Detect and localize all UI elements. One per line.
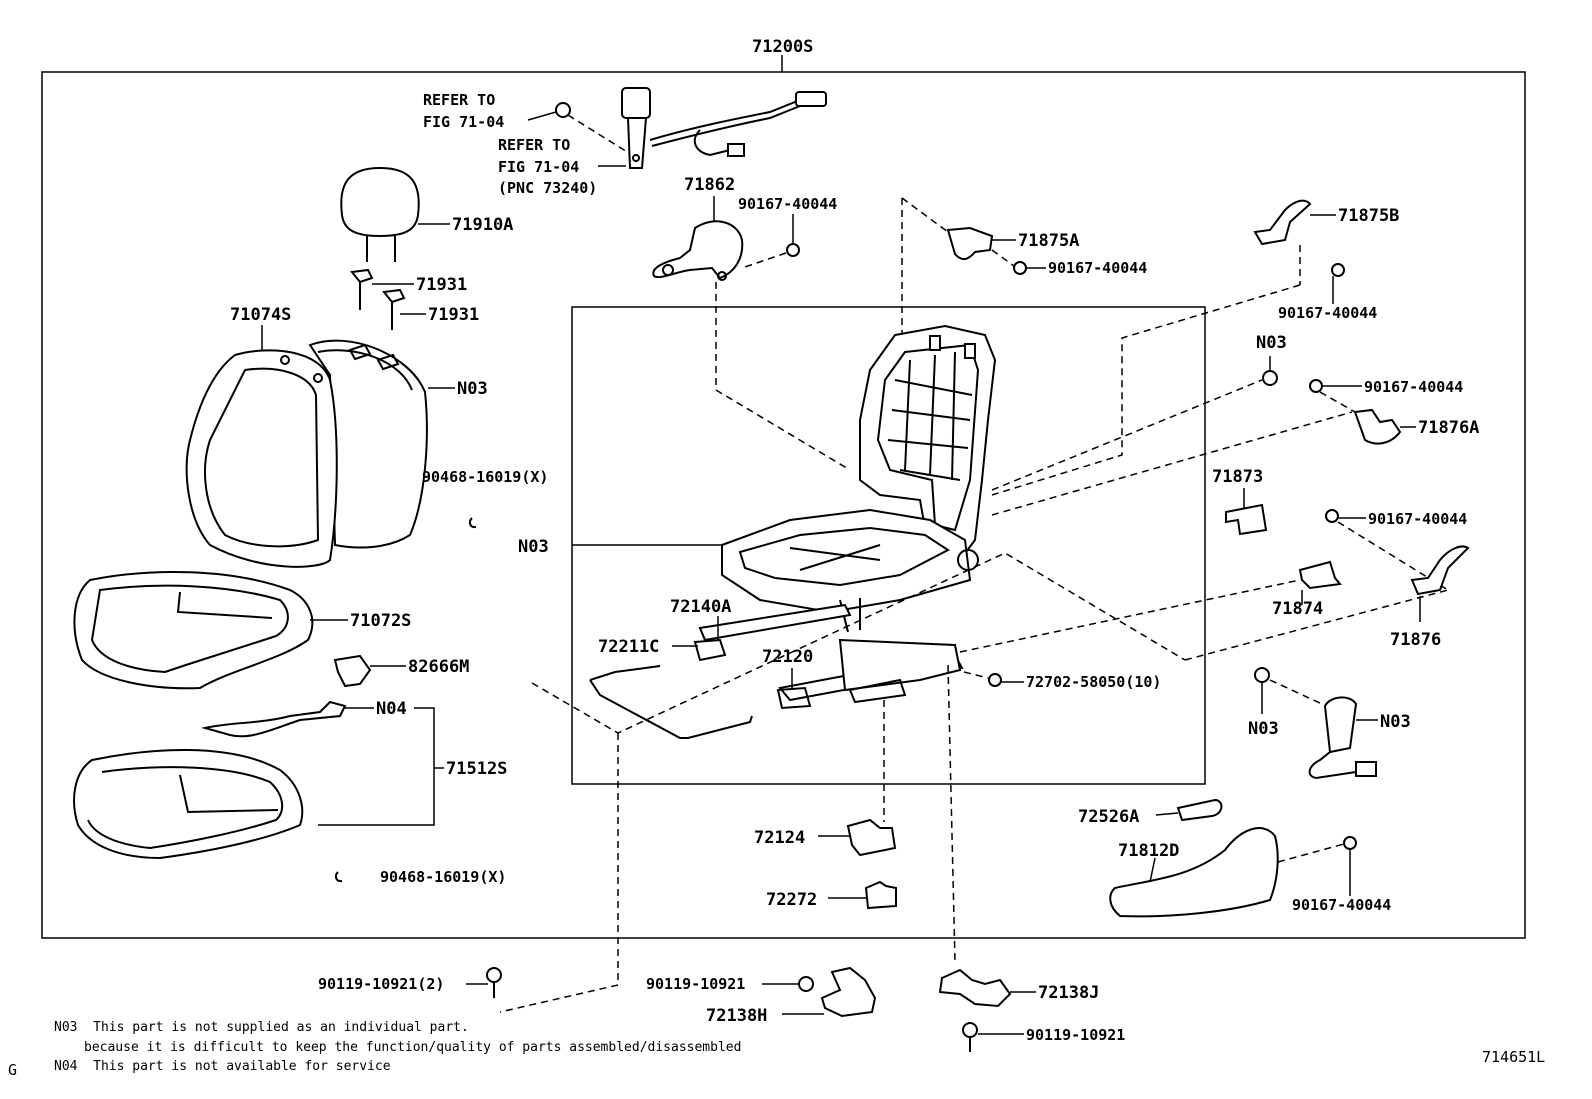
bolt-90119-2-icon xyxy=(486,967,502,998)
bracket-71873-drawing xyxy=(1225,503,1268,536)
label-72124: 72124 xyxy=(754,828,805,848)
note-n04: N04 This part is not available for servi… xyxy=(54,1059,391,1074)
hog-ring-icon-2 xyxy=(334,871,343,883)
diagram-id: 714651L xyxy=(1482,1048,1546,1066)
wire-72211C-drawing xyxy=(589,665,753,739)
note-n03-text2: because it is difficult to keep the func… xyxy=(84,1040,742,1055)
label-71931-a: 71931 xyxy=(416,275,467,295)
label-71072S: 71072S xyxy=(350,611,411,631)
screw-icon-71876A xyxy=(1309,379,1323,393)
hog-ring-icon xyxy=(468,517,477,529)
seat-track-drawing xyxy=(693,603,964,710)
label-N03-frame: N03 xyxy=(518,537,549,557)
cap-N03-icon-2 xyxy=(1254,667,1270,683)
bolt-90119-mid-icon xyxy=(798,976,814,992)
label-90167-71875B: 90167-40044 xyxy=(1278,304,1377,322)
label-71862: 71862 xyxy=(684,175,735,195)
bracket-71875B-drawing xyxy=(1253,199,1312,246)
bolt-90119-right-icon xyxy=(962,1022,978,1052)
label-72140A: 72140A xyxy=(670,597,731,617)
label-82666M: 82666M xyxy=(408,657,469,677)
label-71876: 71876 xyxy=(1390,630,1441,650)
label-90119-mid: 90119-10921 xyxy=(646,975,745,993)
shield-71812D-drawing xyxy=(1109,827,1279,918)
refer-a-line2: FIG 71-04 xyxy=(423,113,504,131)
occupant-sensor-drawing xyxy=(201,700,347,738)
cover-72138H-drawing xyxy=(820,966,877,1018)
assembly-label: 71200S xyxy=(752,37,813,57)
label-90167-71812D: 90167-40044 xyxy=(1292,896,1391,914)
refer-b-line2: FIG 71-04 xyxy=(498,158,579,176)
label-71874: 71874 xyxy=(1272,599,1323,619)
label-71910A: 71910A xyxy=(452,215,513,235)
label-71873: 71873 xyxy=(1212,467,1263,487)
label-90167-71876: 90167-40044 xyxy=(1368,510,1467,528)
label-71931-b: 71931 xyxy=(428,305,479,325)
seatbelt-buckle-drawing xyxy=(621,87,827,169)
label-N03-back: N03 xyxy=(457,379,488,399)
cover-72526A-drawing xyxy=(1176,798,1223,822)
note-n04-text: This part is not available for service xyxy=(93,1059,391,1074)
label-N03-right-mid: N03 xyxy=(1248,719,1279,739)
seat-cushion-cover-drawing xyxy=(73,571,314,690)
headrest-drawing xyxy=(340,166,420,262)
label-72526A: 72526A xyxy=(1078,807,1139,827)
bracket-71876A-drawing xyxy=(1353,408,1402,445)
note-n03-continued: because it is difficult to keep the func… xyxy=(84,1040,741,1055)
bracket-71875A-drawing xyxy=(946,226,994,260)
headrest-guide-drawing xyxy=(350,268,406,330)
cap-N03-icon xyxy=(1262,370,1278,386)
label-72211C: 72211C xyxy=(598,637,659,657)
note-n03: N03 This part is not supplied as an indi… xyxy=(54,1020,469,1035)
label-72120: 72120 xyxy=(762,647,813,667)
cap-72272-drawing xyxy=(864,880,897,910)
label-71512S: 71512S xyxy=(446,759,507,779)
note-n03-code: N03 xyxy=(54,1020,78,1035)
anchor-nut-icon xyxy=(555,102,571,118)
label-71074S: 71074S xyxy=(230,305,291,325)
label-71876A: 71876A xyxy=(1418,418,1479,438)
label-90167-71875A: 90167-40044 xyxy=(1048,259,1147,277)
clip-82666M-drawing xyxy=(333,654,372,688)
label-72702: 72702-58050(10) xyxy=(1026,673,1161,691)
cover-72124-drawing xyxy=(846,818,897,857)
screw-icon-71862 xyxy=(786,243,800,257)
screw-icon-71812D xyxy=(1343,836,1357,850)
note-n03-text: This part is not supplied as an individu… xyxy=(93,1020,469,1035)
recliner-cover-71862-drawing xyxy=(652,220,744,281)
label-90119-2: 90119-10921(2) xyxy=(318,975,444,993)
seatback-cover-drawing xyxy=(185,339,428,568)
label-71875B: 71875B xyxy=(1338,206,1399,226)
label-72272: 72272 xyxy=(766,890,817,910)
label-90119-right: 90119-10921 xyxy=(1026,1026,1125,1044)
assembly-frame xyxy=(41,71,1526,939)
cover-72138J-drawing xyxy=(938,968,1012,1008)
seat-cushion-pad-drawing xyxy=(73,748,304,860)
label-90468-top: 90468-16019(X) xyxy=(422,468,548,486)
seat-frame-drawing xyxy=(721,324,997,633)
label-90167-71862: 90167-40044 xyxy=(738,195,837,213)
screw-icon-71875B xyxy=(1331,263,1345,277)
bracket-71876-drawing xyxy=(1410,545,1470,596)
label-71875A: 71875A xyxy=(1018,231,1079,251)
label-90468-bottom: 90468-16019(X) xyxy=(380,868,506,886)
bracket-71874-drawing xyxy=(1298,560,1342,590)
label-N03-right-top: N03 xyxy=(1256,333,1287,353)
refer-b-line1: REFER TO xyxy=(498,136,570,154)
label-N03-right-mid2: N03 xyxy=(1380,712,1411,732)
refer-a-line1: REFER TO xyxy=(423,91,495,109)
bolt-icon-72702 xyxy=(988,673,1002,687)
refer-b-line3: (PNC 73240) xyxy=(498,179,597,197)
corner-letter: G xyxy=(8,1061,18,1079)
screw-icon-71875A xyxy=(1013,261,1027,275)
buckle-N03-drawing xyxy=(1308,696,1377,780)
label-72138H: 72138H xyxy=(706,1006,767,1026)
label-90167-71876A: 90167-40044 xyxy=(1364,378,1463,396)
note-n04-code: N04 xyxy=(54,1059,78,1074)
label-72138J: 72138J xyxy=(1038,983,1099,1003)
label-71812D: 71812D xyxy=(1118,841,1179,861)
label-N04: N04 xyxy=(376,699,407,719)
screw-icon-71876 xyxy=(1325,509,1339,523)
